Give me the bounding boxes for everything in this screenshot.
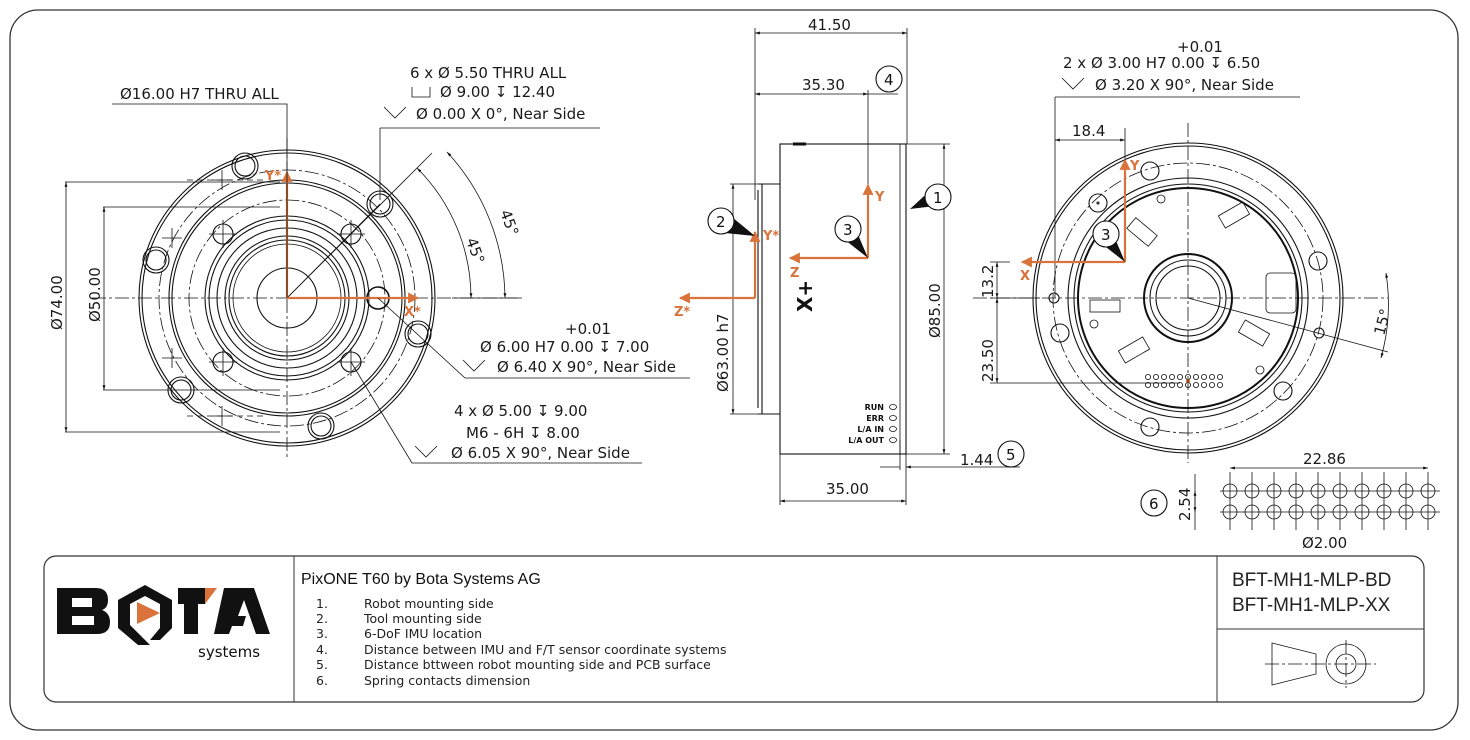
led-label-err: ERR (866, 414, 884, 423)
back-view: +0.01 2 x Ø 3.00 H7 0.00 ↧ 6.50 Ø 3.20 X… (973, 38, 1395, 463)
back-callout-line1: 2 x Ø 3.00 H7 0.00 ↧ 6.50 (1063, 54, 1260, 72)
front-axis-triad: Y* X* (264, 169, 421, 320)
angle-45-outer: 45° (496, 207, 522, 238)
balloon-5: 5 (997, 440, 1025, 468)
dim-13-2: 13.2 (979, 265, 997, 298)
balloon-2: 2 (707, 207, 755, 236)
callout-pin-line2: Ø 6.40 X 90°, Near Side (497, 358, 676, 376)
dim-dia-2: Ø2.00 (1302, 534, 1347, 552)
callout-6x-line1: 6 x Ø 5.50 THRU ALL (410, 64, 567, 82)
note-number: 2. (316, 611, 328, 626)
svg-text:3: 3 (1101, 226, 1111, 244)
dim-dia-50: Ø50.00 (86, 267, 104, 322)
dim-dia-85: Ø85.00 (926, 283, 944, 338)
third-angle-projection-icon (1265, 640, 1376, 688)
axis-label-y-side: Y (874, 190, 885, 205)
angle-45-inner: 45° (462, 235, 488, 266)
title-block: systems PixONE T60 by Bota Systems AG 1.… (43, 555, 1425, 703)
callout-bore: Ø16.00 H7 THRU ALL (120, 85, 279, 103)
note-number: 6. (316, 673, 328, 688)
dim-dia-63: Ø63.00 h7 (714, 313, 732, 392)
drawing-title: PixONE T60 by Bota Systems AG (301, 571, 541, 588)
note-text: 6-DoF IMU location (364, 626, 482, 641)
back-axis-triad: Y X (1020, 158, 1140, 284)
svg-text:3: 3 (843, 221, 853, 239)
dim-1-44: 1.44 (960, 451, 993, 469)
dim-2-54: 2.54 (1176, 488, 1194, 521)
led-label-la-out: L/A OUT (848, 436, 884, 445)
callout-4x-line3: Ø 6.05 X 90°, Near Side (451, 444, 630, 462)
bota-logo: systems (57, 585, 270, 661)
dim-18-4: 18.4 (1072, 122, 1105, 140)
front-view: Y* X* Ø74.00 Ø50.00 Ø16.00 H7 THRU ALL 6… (48, 64, 690, 464)
angle-15: 15° (1370, 307, 1394, 337)
side-view: 41.50 35.30 Ø85.00 Ø63.00 h7 35.00 1.44 … (674, 16, 1020, 505)
callout-6x-line2: Ø 9.00 ↧ 12.40 (440, 83, 555, 101)
callout-4x-line1: 4 x Ø 5.00 ↧ 9.00 (454, 402, 587, 420)
callout-pin-line1: Ø 6.00 H7 0.00 ↧ 7.00 (480, 338, 649, 356)
note-number: 3. (316, 626, 328, 641)
axis-label-y-star-side: Y* (762, 229, 779, 244)
logo-subtitle: systems (198, 643, 260, 661)
axis-label-x-star: X* (404, 305, 421, 320)
led-label-run: RUN (865, 403, 884, 412)
led-label-la-in: L/A IN (857, 425, 884, 434)
part-number-bd: BFT-MH1-MLP-BD (1232, 570, 1391, 591)
note-text: Tool mounting side (363, 611, 482, 626)
notes-list: 1. Robot mounting side 2. Tool mounting … (316, 596, 727, 688)
balloon-1: 1 (910, 183, 952, 211)
axis-label-z-side: Z (790, 266, 799, 281)
dim-dia-74: Ø74.00 (48, 275, 66, 330)
axis-label-z-star: Z* (674, 305, 690, 320)
back-callout-line2: Ø 3.20 X 90°, Near Side (1095, 76, 1274, 94)
axis-label-x-plus: X+ (793, 280, 817, 312)
dim-23-50: 23.50 (979, 339, 997, 382)
note-text: Robot mounting side (364, 596, 494, 611)
note-number: 1. (316, 596, 328, 611)
svg-text:1: 1 (933, 189, 943, 207)
axis-label-y-star: Y* (264, 169, 281, 184)
svg-text:5: 5 (1006, 446, 1016, 464)
sheet-border (9, 9, 1459, 731)
balloons: 1 2 3 3 4 5 6 (707, 65, 1168, 517)
balloon-3-back: 3 (1092, 220, 1125, 262)
note-number: 5. (316, 657, 328, 672)
svg-text:2: 2 (716, 213, 726, 231)
dim-35-30: 35.30 (802, 76, 845, 94)
balloon-3: 3 (834, 215, 868, 258)
note-text: Distance bttween robot mounting side and… (364, 657, 711, 672)
note-text: Distance between IMU and F/T sensor coor… (364, 642, 727, 657)
part-number-xx: BFT-MH1-MLP-XX (1232, 595, 1391, 616)
dim-41-50: 41.50 (808, 16, 851, 34)
dim-22-86: 22.86 (1303, 450, 1346, 468)
dim-35-00: 35.00 (826, 480, 869, 498)
status-leds: RUN ERR L/A IN L/A OUT (848, 403, 897, 445)
callout-pin-tolerance: +0.01 (565, 320, 611, 338)
axis-label-x-back: X (1020, 269, 1030, 284)
note-number: 4. (316, 642, 328, 657)
callout-6x-line3: Ø 0.00 X 0°, Near Side (416, 105, 585, 123)
spring-contact-pads (1145, 374, 1223, 389)
side-axis-triads: Y* Z* Y Z (674, 183, 885, 320)
spring-contacts-detail: 22.86 2.54 Ø2.00 (1176, 450, 1440, 552)
callout-4x-line2: M6 - 6H ↧ 8.00 (466, 424, 580, 442)
svg-text:6: 6 (1149, 495, 1159, 513)
balloon-6: 6 (1140, 489, 1168, 517)
back-callout-tolerance: +0.01 (1177, 38, 1223, 56)
note-text: Spring contacts dimension (364, 673, 530, 688)
axis-label-y-back: Y (1129, 159, 1140, 174)
balloon-4: 4 (875, 65, 903, 93)
svg-text:4: 4 (884, 71, 894, 89)
